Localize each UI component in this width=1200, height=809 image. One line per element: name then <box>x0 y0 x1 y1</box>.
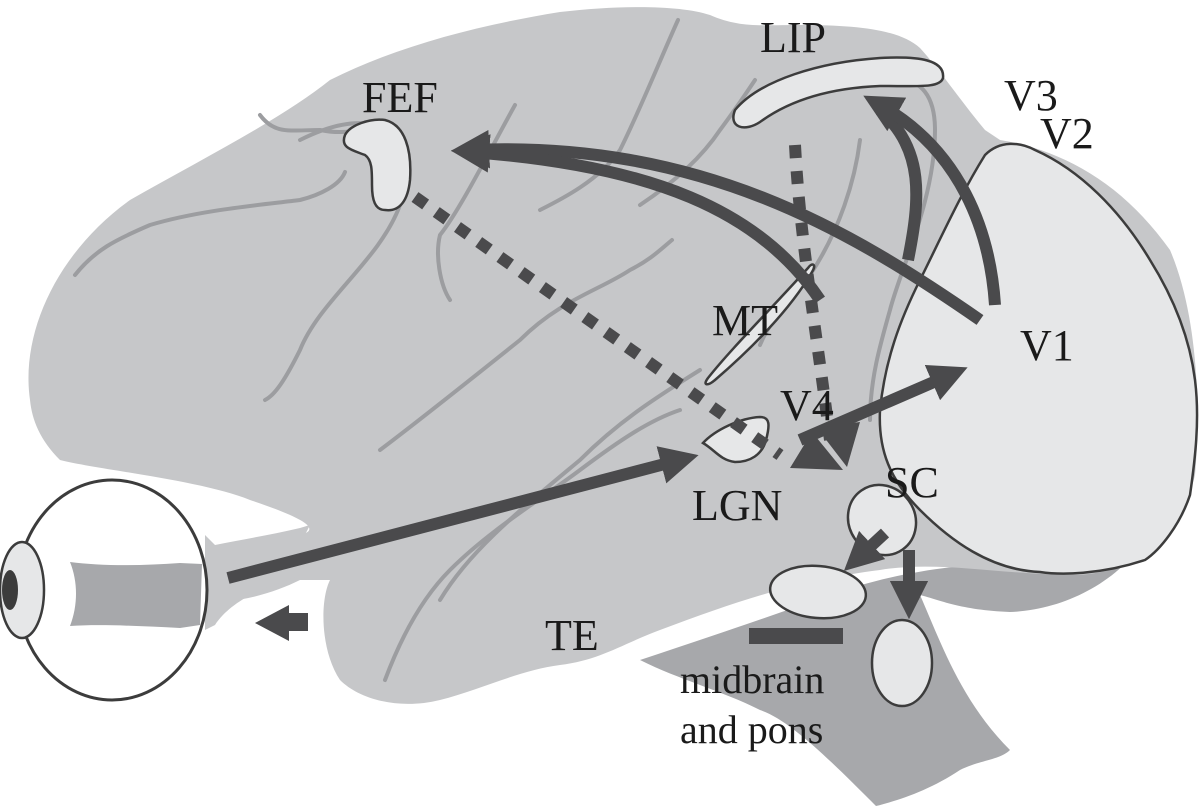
label-lgn: LGN <box>692 481 782 530</box>
arrowhead-lip-lgn <box>817 422 860 467</box>
mt-region[interactable] <box>704 263 816 386</box>
arrowhead-to-eye <box>255 605 289 641</box>
label-mt: MT <box>712 296 778 345</box>
optic-nerve <box>70 562 202 628</box>
arrow-fef-to-lgn <box>411 192 784 460</box>
label-lip: LIP <box>760 13 826 62</box>
arrow-eye-to-lgn <box>226 446 699 584</box>
pons-nucleus[interactable] <box>870 618 934 708</box>
dotted-projections <box>411 144 836 460</box>
arrow-tail-to-eye <box>288 613 308 631</box>
label-and-pons: and pons <box>680 707 823 752</box>
midbrain-pons-bar <box>749 628 843 644</box>
arrow-v1-to-fef <box>450 129 984 325</box>
arrow-mt-to-fef <box>450 134 825 304</box>
label-v1: V1 <box>1020 321 1074 370</box>
fef-region[interactable] <box>342 118 412 212</box>
cornea <box>0 540 46 640</box>
eye <box>0 478 209 702</box>
label-sc: SC <box>885 458 939 507</box>
label-fef: FEF <box>362 73 438 122</box>
label-te: TE <box>545 611 599 660</box>
midbrain-nucleus[interactable] <box>768 562 868 622</box>
lip-region[interactable] <box>732 56 945 129</box>
optic-nerve-sheath <box>205 525 310 630</box>
label-v3: V3 <box>1004 71 1058 120</box>
arrow-v1-to-lip <box>863 95 1001 306</box>
arrowhead-fef-lgn <box>790 432 843 470</box>
v1-region <box>878 142 1199 575</box>
label-v2: V2 <box>1040 109 1094 158</box>
pupil-icon <box>2 570 18 610</box>
label-midbrain: midbrain <box>680 657 824 702</box>
arrow-sc-to-midbrain <box>843 528 890 572</box>
label-v4: V4 <box>780 381 834 430</box>
arrow-lip-to-lgn <box>789 144 836 441</box>
